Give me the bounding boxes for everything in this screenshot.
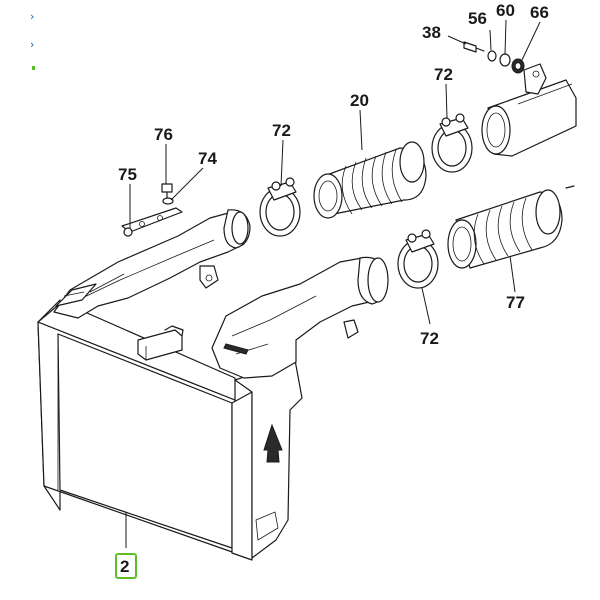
intercooler[interactable] [37, 299, 303, 561]
edge-artifacts: › › [30, 10, 35, 70]
callout-77[interactable]: 77 [506, 293, 525, 312]
svg-text:›: › [30, 10, 34, 23]
washer-56 [487, 50, 497, 62]
bracket-75 [121, 207, 183, 233]
bolt-38 [463, 41, 477, 53]
leader-lines [125, 19, 541, 548]
clamp-72-left[interactable] [259, 177, 301, 237]
svg-text:›: › [30, 38, 34, 51]
hose-20[interactable] [313, 141, 427, 219]
callout-66[interactable]: 66 [530, 3, 549, 22]
clamp-72-upper[interactable] [431, 113, 473, 173]
callout-20[interactable]: 20 [350, 91, 369, 110]
bolt-76 [161, 183, 173, 193]
washer-74 [162, 197, 174, 205]
callout-72-lower[interactable]: 72 [420, 329, 439, 348]
callout-38[interactable]: 38 [422, 23, 441, 42]
callout-74[interactable]: 74 [198, 149, 217, 168]
callout-72-upper[interactable]: 72 [434, 65, 453, 84]
callout-2-highlight [115, 553, 137, 579]
clamp-72-lower[interactable] [397, 229, 439, 289]
callout-75[interactable]: 75 [118, 165, 137, 184]
upper-tube[interactable] [481, 63, 577, 157]
callout-76[interactable]: 76 [154, 125, 173, 144]
callout-labels: 38 56 60 66 72 20 76 72 74 75 72 77 2 [118, 1, 549, 576]
left-intake-pipe[interactable] [53, 209, 251, 319]
callout-60[interactable]: 60 [496, 1, 515, 20]
hose-77[interactable] [447, 185, 575, 269]
callout-2[interactable]: 2 [120, 557, 129, 576]
small-hardware[interactable] [463, 41, 525, 74]
right-intake-pipe[interactable] [211, 256, 389, 379]
bracket-hardware[interactable] [121, 183, 183, 237]
nut-60 [499, 53, 511, 67]
callout-56[interactable]: 56 [468, 9, 487, 28]
callout-72-left[interactable]: 72 [272, 121, 291, 140]
